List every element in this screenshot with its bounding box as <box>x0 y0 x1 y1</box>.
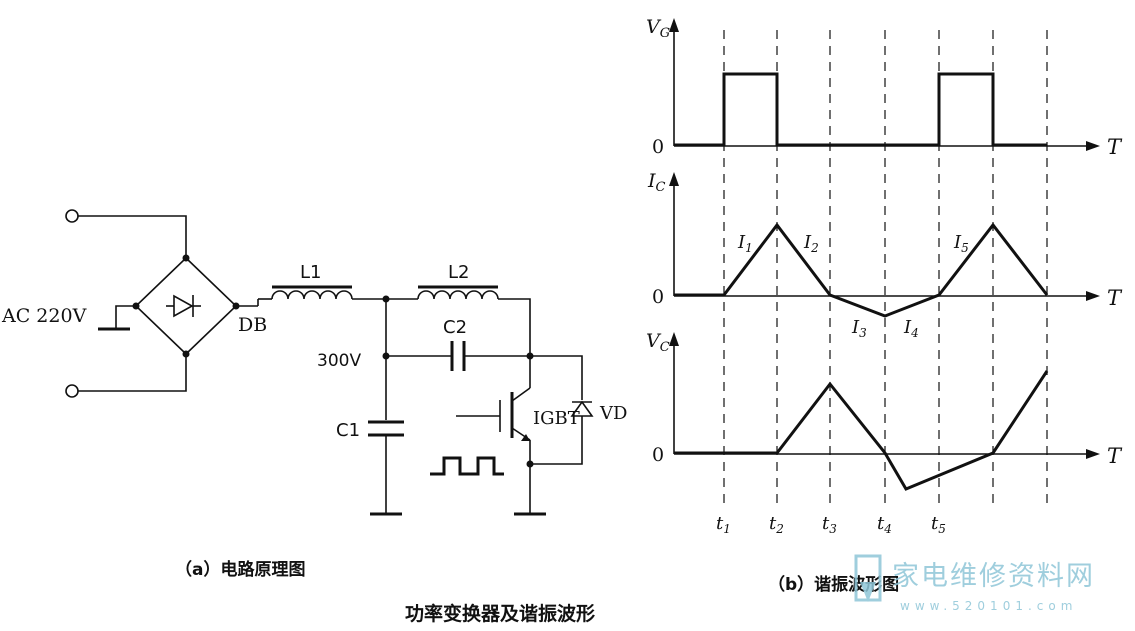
t3-label: t3 <box>822 513 837 536</box>
i4-label: I4 <box>903 317 919 340</box>
circuit-caption: （a）电路原理图 <box>175 559 305 580</box>
t5-label: t5 <box>931 513 946 536</box>
vg-waveform <box>674 72 1047 147</box>
watermark: 家电维修资料网 www.520101.com <box>854 554 1095 613</box>
figure-title: 功率变换器及谐振波形 <box>405 602 595 625</box>
t2-label: t2 <box>769 513 784 536</box>
db-label: DB <box>238 314 267 336</box>
circuit-diagram: AC 220V DB L1 L2 C2 300V C1 IGBT VD （a）电… <box>1 209 627 580</box>
ic-t-axis: T <box>1107 286 1123 310</box>
wire-bridge-negative <box>115 305 136 329</box>
watermark-logo-icon <box>854 554 882 602</box>
watermark-url: www.520101.com <box>900 599 1077 613</box>
bridge-diode-icon <box>166 294 201 318</box>
l1-label: L1 <box>300 262 321 283</box>
ac-label: AC 220V <box>1 305 87 327</box>
t4-label: t4 <box>877 513 892 536</box>
vg-t-axis: T <box>1107 135 1123 159</box>
vd-label: VD <box>599 403 627 424</box>
ic-waveform <box>674 222 1049 318</box>
inductor-l2 <box>417 285 499 300</box>
c1-label: C1 <box>336 420 360 441</box>
igbt-icon <box>456 356 531 514</box>
waveform-diagram: VG IC VC 0 0 0 T T T I1 I2 I3 I4 I5 <box>646 16 1123 595</box>
capacitor-c2 <box>450 341 466 371</box>
vc-waveform <box>674 370 1049 491</box>
ac-terminal-bottom <box>65 384 79 398</box>
vc-t-axis: T <box>1107 444 1123 468</box>
l2-label: L2 <box>448 262 469 283</box>
i2-label: I2 <box>803 232 819 255</box>
capacitor-c1 <box>368 420 404 437</box>
v300-label: 300V <box>317 351 361 371</box>
wire-ac-top <box>78 215 187 258</box>
i3-label: I3 <box>851 317 867 340</box>
wire-ac-bottom <box>78 354 187 392</box>
i1-label: I1 <box>737 232 753 255</box>
ac-terminal-top <box>65 209 79 223</box>
vc-axis-label: VC <box>646 330 670 355</box>
inductor-l1 <box>271 285 353 300</box>
bridge-rectifier <box>134 256 238 356</box>
vg-axis-label: VG <box>646 16 670 41</box>
gate-pulse-icon <box>430 456 504 476</box>
ic-axis-label: IC <box>647 170 666 195</box>
t1-label: t1 <box>716 513 731 536</box>
vc-zero: 0 <box>652 444 664 466</box>
vg-zero: 0 <box>652 136 664 158</box>
igbt-label: IGBT <box>533 408 580 429</box>
ic-zero: 0 <box>652 286 664 308</box>
c2-label: C2 <box>443 317 467 338</box>
i5-label: I5 <box>953 232 969 255</box>
watermark-main: 家电维修资料网 <box>892 561 1095 592</box>
